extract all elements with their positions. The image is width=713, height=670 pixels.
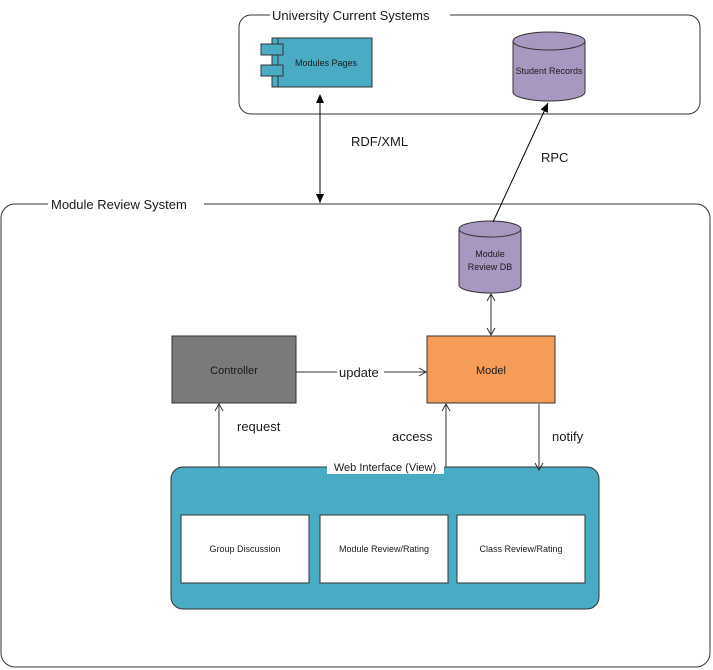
panel-class-review-rating[interactable]: Class Review/Rating	[456, 514, 586, 584]
panel-label: Module Review/Rating	[339, 544, 429, 554]
panel-label: Class Review/Rating	[479, 544, 562, 554]
rdf-xml-label: RDF/XML	[351, 134, 408, 149]
connectors: RDF/XML RPC update request access notify	[214, 94, 584, 472]
controller-box[interactable]: Controller	[171, 335, 297, 404]
web-interface-title-bg	[327, 460, 444, 474]
module-review-db-label-line1: Module	[475, 249, 505, 259]
database-top-icon	[512, 31, 586, 51]
modules-pages-label: Modules Pages	[295, 58, 358, 68]
model-box[interactable]: Model	[426, 335, 556, 404]
university-current-systems-group: University Current Systems Modules Pages…	[238, 8, 701, 115]
module-review-database[interactable]: Module Review DB	[458, 220, 522, 294]
panel-rect	[456, 514, 586, 584]
component-body	[277, 37, 373, 88]
university-group-title-bg	[270, 8, 450, 22]
component-tab-icon	[260, 64, 284, 77]
controller-label: Controller	[210, 365, 258, 377]
request-label: request	[237, 419, 281, 434]
panel-label: Group Discussion	[209, 544, 280, 554]
module-review-group-title: Module Review System	[51, 197, 187, 212]
notify-label: notify	[552, 429, 584, 444]
rpc-label: RPC	[541, 150, 568, 165]
web-interface-view[interactable]: Web Interface (View) Group Discussion Mo…	[170, 460, 600, 610]
student-records-label: Student Records	[515, 66, 583, 76]
university-group-title: University Current Systems	[272, 8, 430, 23]
database-top-icon	[458, 220, 522, 238]
student-records-database[interactable]: Student Records	[512, 31, 586, 102]
rpc-connector[interactable]	[492, 102, 549, 223]
update-label: update	[339, 365, 379, 380]
component-tab-icon	[260, 43, 284, 56]
database-cylinder-icon	[512, 41, 586, 102]
panel-module-review-rating[interactable]: Module Review/Rating	[319, 514, 449, 584]
controller-rect	[171, 335, 297, 404]
panel-group-discussion[interactable]: Group Discussion	[180, 514, 310, 584]
module-review-group-title-bg	[48, 197, 204, 211]
model-label: Model	[476, 365, 506, 377]
database-cylinder-icon	[458, 229, 522, 294]
module-review-db-label-line2: Review DB	[468, 262, 513, 272]
panel-rect	[319, 514, 449, 584]
module-review-system-group: Module Review System Module Review DB Co…	[0, 197, 711, 668]
panel-rect	[180, 514, 310, 584]
modules-pages-component[interactable]: Modules Pages	[260, 37, 373, 88]
web-interface-title: Web Interface (View)	[334, 462, 436, 474]
access-label: access	[392, 429, 433, 444]
